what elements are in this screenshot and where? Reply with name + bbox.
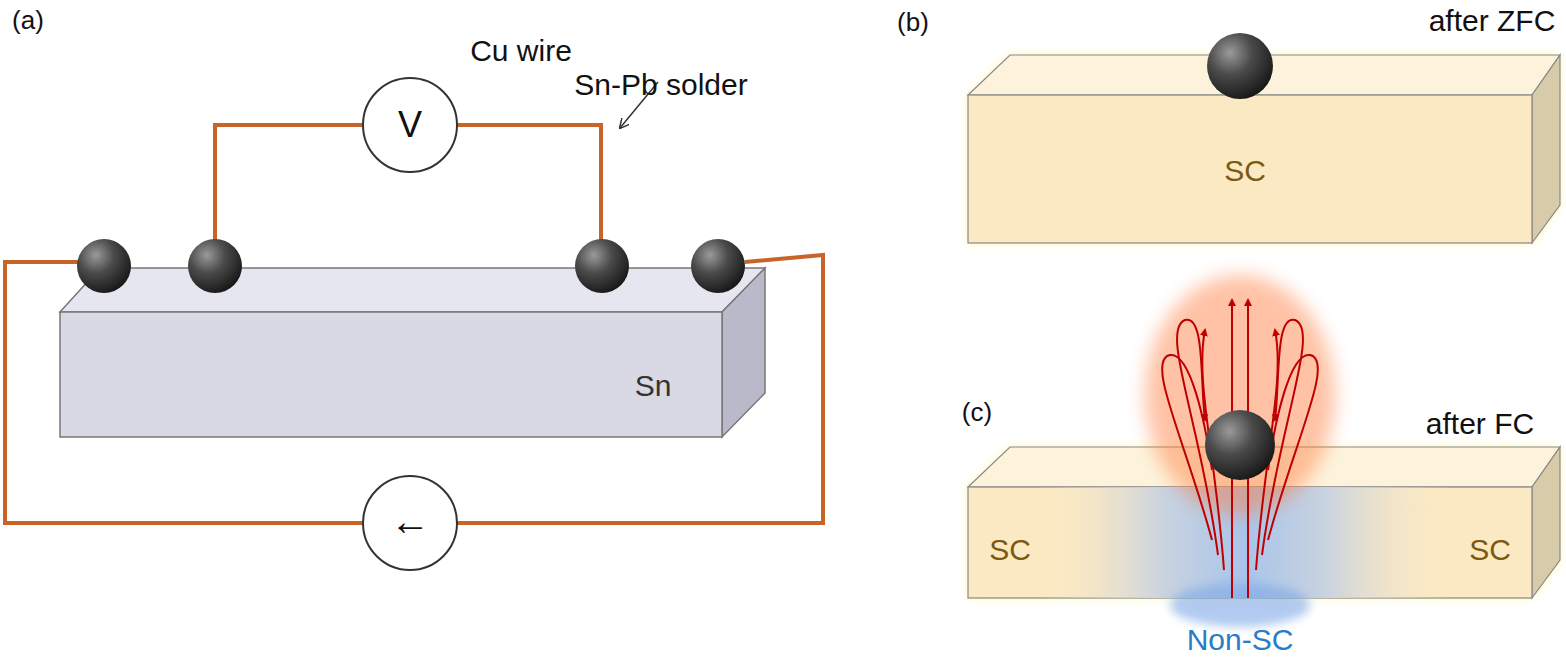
caption-label: Sn-Pb solder xyxy=(574,68,747,101)
voltmeter: V xyxy=(363,78,457,172)
node-label: ← xyxy=(390,499,430,543)
node-label: SC xyxy=(989,533,1031,566)
node-label: Non-SC xyxy=(1187,623,1294,656)
caption-label: (a) xyxy=(12,6,44,35)
current-source: ← xyxy=(363,476,457,570)
caption-label: after ZFC xyxy=(1429,4,1556,37)
sc-bar-field-cooled: SCSCNon-SC xyxy=(968,487,1532,598)
node-label: Sn xyxy=(635,369,672,402)
caption-label: (b) xyxy=(897,8,929,37)
caption-label: (c) xyxy=(962,398,992,427)
node-label: SC xyxy=(1469,533,1511,566)
sn-bar: Sn xyxy=(60,312,722,437)
node-label: V xyxy=(398,105,422,145)
caption-label: after FC xyxy=(1426,407,1534,440)
node-label: SC xyxy=(1224,154,1266,187)
caption-label: Cu wire xyxy=(470,34,572,67)
sc-bar: SC xyxy=(968,95,1532,243)
